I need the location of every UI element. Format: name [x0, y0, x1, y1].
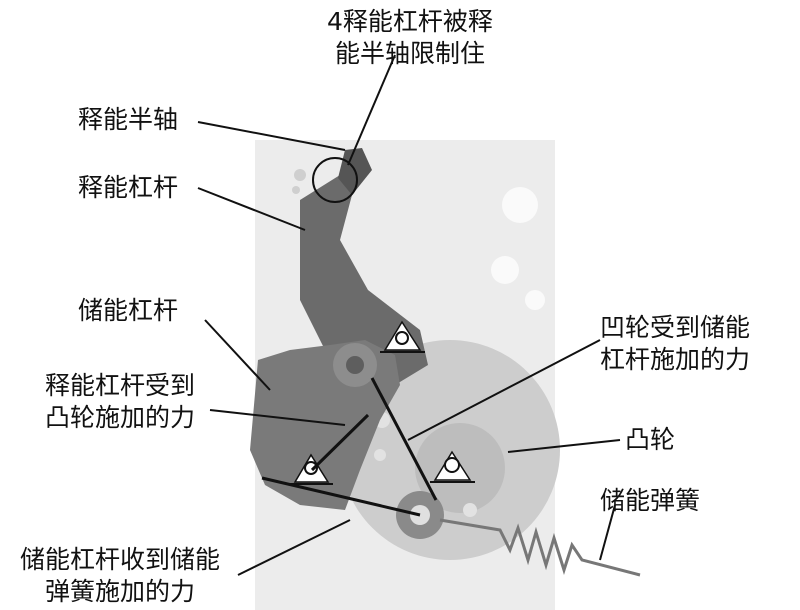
label-half-shaft-locked: 4释能杠杆被释 能半轴限制住	[300, 6, 520, 70]
label-cam: 凸轮	[625, 425, 676, 454]
leader-release-half-shaft	[197, 121, 346, 151]
leader-storage-spring	[599, 504, 616, 561]
leader-spring-force	[237, 519, 351, 576]
cam-pin	[374, 449, 386, 461]
storage-lever-pivot-core	[346, 356, 364, 374]
label-spring-force: 储能杠杆收到储能 弹簧施加的力	[0, 544, 240, 608]
label-release-lever: 释能杠杆	[78, 173, 179, 202]
plate-hole	[491, 256, 519, 284]
label-release-lever-force-line1: 释能杠杆受到	[45, 371, 196, 400]
pivot-symbol-upper	[380, 320, 425, 353]
label-release-lever-force: 释能杠杆受到 凸轮施加的力	[45, 370, 195, 434]
plate-hole	[294, 169, 306, 181]
force-line-release	[310, 413, 370, 472]
leader-release-lever	[197, 187, 306, 231]
label-cam-force: 凹轮受到储能 杠杆施加的力	[600, 312, 750, 376]
label-storage-spring: 储能弹簧	[600, 486, 701, 515]
cam-pin	[463, 503, 477, 517]
label-half-shaft-locked-line1: 4释能杠杆被释	[327, 7, 493, 36]
leader-release-lever-force	[209, 409, 346, 426]
storage-spring	[439, 518, 641, 577]
leader-storage-lever	[204, 319, 271, 391]
force-line-cam	[370, 377, 438, 501]
plate-hole	[292, 186, 300, 194]
label-release-lever-force-line2: 凸轮施加的力	[45, 403, 196, 432]
half-shaft-circle	[312, 157, 358, 203]
leader-cam-force	[407, 339, 601, 441]
leader-half-shaft-locked	[347, 54, 396, 166]
label-spring-force-line2: 弹簧施加的力	[44, 577, 195, 606]
label-half-shaft-locked-line2: 能半轴限制住	[334, 39, 485, 68]
label-cam-force-line1: 凹轮受到储能	[600, 313, 751, 342]
force-line-spring	[261, 476, 421, 517]
leader-cam	[507, 439, 621, 453]
pivot-symbol-cam	[430, 450, 475, 483]
label-storage-lever: 储能杠杆	[78, 296, 179, 325]
plate-hole	[502, 187, 538, 223]
label-cam-force-line2: 杠杆施加的力	[600, 345, 751, 374]
label-release-half-shaft: 释能半轴	[78, 105, 179, 134]
plate-hole	[525, 290, 545, 310]
label-spring-force-line1: 储能杠杆收到储能	[19, 545, 220, 574]
